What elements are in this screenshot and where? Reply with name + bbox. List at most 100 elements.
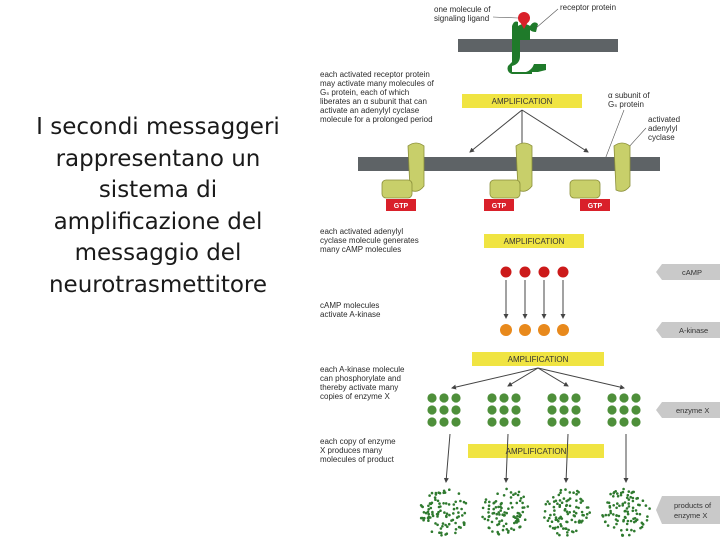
enzyme-x-molecule — [631, 393, 641, 403]
amplification-bar-4 — [468, 444, 604, 458]
product-molecule — [521, 510, 525, 514]
product-molecule — [512, 493, 515, 497]
product-molecule — [628, 533, 631, 537]
product-molecule — [516, 511, 520, 515]
product-molecule — [454, 521, 457, 525]
product-molecule — [627, 505, 631, 508]
product-molecule — [452, 512, 455, 515]
product-molecule — [509, 496, 513, 499]
enzyme-x-molecule — [607, 393, 617, 403]
product-molecule — [575, 505, 578, 509]
product-molecule — [572, 514, 576, 517]
product-molecule — [632, 517, 635, 521]
middle-membrane — [358, 157, 660, 171]
product-molecule — [497, 511, 500, 514]
product-molecule — [562, 497, 566, 500]
product-molecule — [616, 492, 619, 495]
product-molecule — [554, 516, 558, 519]
product-molecule — [455, 506, 459, 510]
product-molecule — [426, 510, 430, 514]
product-molecule — [623, 509, 627, 513]
product-molecule — [558, 533, 561, 537]
product-molecule — [487, 504, 491, 508]
title-line: rappresentano un — [55, 145, 261, 172]
product-molecule — [627, 490, 631, 493]
product-molecule — [544, 502, 548, 506]
product-molecule — [448, 488, 451, 492]
amplification-diagram: one molecule of signaling ligand recepto… — [320, 3, 720, 537]
product-molecule — [554, 499, 558, 503]
product-molecule — [556, 525, 560, 529]
enzyme-x-molecule — [631, 417, 641, 427]
product-molecule — [568, 504, 572, 508]
product-molecule — [585, 512, 589, 516]
svg-text:products of enzyme X: products of enzyme X — [674, 501, 713, 520]
product-molecule — [623, 501, 627, 504]
product-molecule — [588, 511, 591, 514]
product-molecule — [549, 513, 552, 517]
product-molecule — [438, 531, 441, 534]
product-molecule — [631, 506, 635, 510]
product-molecule — [609, 492, 612, 496]
product-molecule — [521, 501, 524, 505]
product-molecule — [606, 524, 610, 527]
product-molecule — [509, 491, 513, 494]
product-molecule — [633, 529, 636, 533]
amplification-label-4: AMPLIFICATION — [506, 447, 567, 456]
product-molecule — [604, 513, 608, 517]
enzyme-x-molecule — [499, 417, 509, 427]
product-molecule — [495, 517, 498, 520]
product-molecule — [488, 526, 491, 530]
product-molecule — [633, 520, 636, 524]
g-protein-2: GTP — [484, 142, 533, 211]
product-molecule — [441, 522, 445, 525]
enzyme-x-molecule — [439, 393, 449, 403]
product-molecule — [629, 519, 633, 523]
product-molecule — [510, 527, 513, 530]
product-molecule — [454, 528, 458, 531]
product-molecule — [486, 518, 490, 522]
product-molecule — [438, 491, 442, 495]
product-molecule — [577, 490, 580, 494]
enzyme-x-molecule — [547, 405, 557, 415]
product-molecule — [572, 530, 575, 534]
product-molecule — [443, 511, 446, 514]
product-molecule — [556, 502, 559, 506]
product-molecule — [619, 493, 623, 497]
product-molecule — [463, 511, 467, 515]
enzyme-x-molecule — [619, 405, 629, 415]
product-molecule — [437, 510, 440, 514]
product-molecule — [424, 511, 428, 515]
product-molecule — [575, 492, 578, 496]
note-camp-step: cAMP molecules activate A-kinase — [320, 301, 382, 319]
product-molecule — [457, 492, 461, 495]
product-molecule — [427, 519, 430, 522]
product-molecule — [564, 488, 567, 491]
product-molecule — [612, 513, 615, 516]
amplification-label-1: AMPLIFICATION — [492, 97, 553, 106]
product-molecule — [565, 510, 569, 513]
product-molecule — [447, 522, 451, 526]
product-molecule — [488, 500, 491, 504]
product-molecule — [494, 506, 498, 509]
product-molecule — [422, 518, 425, 522]
product-molecule — [450, 519, 453, 522]
product-molecule — [557, 493, 561, 497]
product-molecule — [543, 516, 546, 519]
product-molecule — [621, 502, 625, 506]
enzyme-x-molecule — [559, 405, 569, 415]
enzyme-x-molecule — [511, 417, 521, 427]
product-molecule — [436, 499, 440, 503]
enzyme-x-molecule — [547, 417, 557, 427]
product-molecule — [441, 525, 444, 528]
product-molecule — [601, 514, 604, 517]
product-molecule — [505, 528, 509, 531]
product-molecule — [635, 518, 639, 521]
product-molecule — [627, 502, 630, 505]
product-molecule — [427, 512, 430, 516]
product-molecule — [586, 506, 590, 509]
product-molecule — [607, 501, 611, 505]
enzyme-x-molecule — [439, 417, 449, 427]
product-clouds — [419, 487, 651, 537]
product-molecule — [439, 509, 442, 512]
